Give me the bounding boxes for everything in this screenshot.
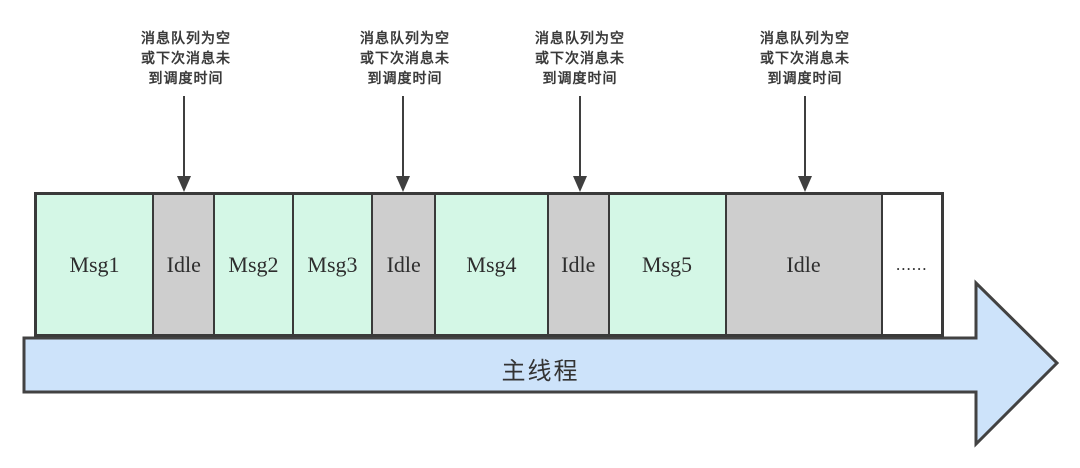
timeline-segment-idle3: Idle [547, 195, 608, 334]
timeline-segment-idle2: Idle [371, 195, 434, 334]
annotation-line: 到调度时间 [542, 70, 618, 86]
annotation-idle-1: 消息队列为空 或下次消息未 到调度时间 [106, 28, 266, 88]
timeline-segment-msg1: Msg1 [37, 195, 153, 334]
annotation-line: 或下次消息未 [360, 50, 450, 66]
down-arrow-connector-1 [183, 96, 185, 176]
annotation-idle-3: 消息队列为空 或下次消息未 到调度时间 [500, 28, 660, 88]
annotation-line: 到调度时间 [367, 70, 443, 86]
main-thread-label: 主线程 [501, 358, 580, 385]
down-arrowhead-icon-4 [798, 176, 812, 192]
timeline-segment-idle1: Idle [152, 195, 214, 334]
timeline-segment-msg4: Msg4 [433, 195, 548, 334]
annotation-line: 或下次消息未 [760, 50, 850, 66]
annotation-line: 或下次消息未 [535, 50, 625, 66]
down-arrowhead-icon-3 [573, 176, 587, 192]
annotation-line: 消息队列为空 [360, 30, 450, 46]
timeline-segment-msg3: Msg3 [291, 195, 372, 334]
annotation-line: 或下次消息未 [141, 50, 231, 66]
annotation-line: 消息队列为空 [141, 30, 231, 46]
timeline-segment-msg5: Msg5 [607, 195, 725, 334]
down-arrowhead-icon-1 [177, 176, 191, 192]
annotation-line: 到调度时间 [148, 70, 224, 86]
timeline-segment-more: ...... [880, 195, 941, 334]
annotation-idle-4: 消息队列为空 或下次消息未 到调度时间 [725, 28, 885, 88]
down-arrow-connector-3 [579, 96, 581, 176]
annotation-idle-2: 消息队列为空 或下次消息未 到调度时间 [325, 28, 485, 88]
timeline-strip: Msg1 Idle Msg2 Msg3 Idle Msg4 Idle Msg5 … [34, 192, 944, 337]
annotation-line: 到调度时间 [767, 70, 843, 86]
annotation-line: 消息队列为空 [760, 30, 850, 46]
timeline-segment-idle4: Idle [724, 195, 881, 334]
down-arrow-connector-4 [804, 96, 806, 176]
down-arrowhead-icon-2 [396, 176, 410, 192]
timeline-segment-msg2: Msg2 [213, 195, 292, 334]
annotation-line: 消息队列为空 [535, 30, 625, 46]
down-arrow-connector-2 [402, 96, 404, 176]
